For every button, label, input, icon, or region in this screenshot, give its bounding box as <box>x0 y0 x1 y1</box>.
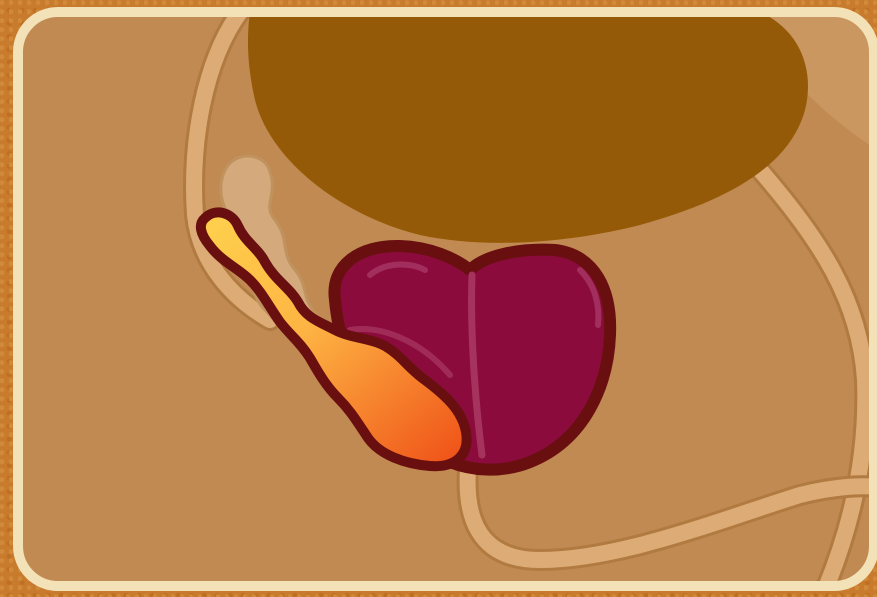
prostate-midline <box>468 271 486 459</box>
highlighted-gland <box>195 207 472 472</box>
tube-left <box>183 12 281 331</box>
bladder <box>247 12 809 243</box>
frame-border <box>13 7 877 591</box>
prostate-highlight-right <box>577 267 602 328</box>
tube-right <box>749 159 874 586</box>
urethra-tube <box>456 439 874 572</box>
right-wall-shape <box>700 12 874 150</box>
prostate-highlight-left <box>367 261 428 278</box>
prostate-inner-curve <box>347 326 453 378</box>
